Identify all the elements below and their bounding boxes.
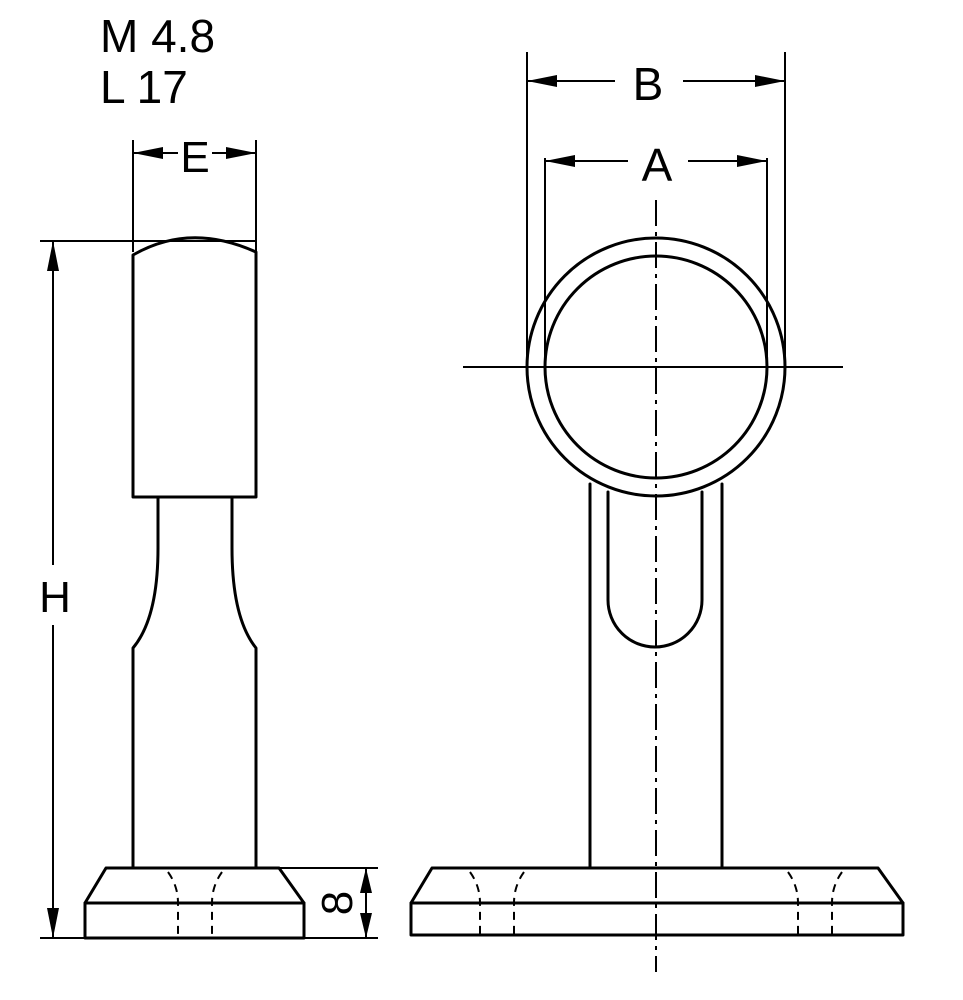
front-view-hole-2-right bbox=[831, 871, 843, 935]
dimension-b-arrow-right bbox=[755, 75, 785, 87]
dimension-base: 8 bbox=[279, 867, 378, 939]
front-view bbox=[409, 200, 905, 972]
side-view-hole-right bbox=[211, 871, 223, 938]
dimension-h-arrow-bottom bbox=[47, 908, 59, 938]
dimension-b-arrow-left bbox=[527, 75, 557, 87]
dimension-base-arrow-bottom bbox=[360, 913, 372, 938]
side-view-hole-left bbox=[167, 871, 179, 938]
front-view-slot bbox=[606, 490, 704, 649]
side-view bbox=[83, 236, 306, 940]
front-view-hole-2-left bbox=[787, 871, 799, 935]
side-view-stem-left bbox=[131, 495, 160, 870]
dimension-e-arrow-right bbox=[226, 147, 256, 159]
dimension-a-arrow-right bbox=[737, 155, 767, 167]
dimension-e-label: E bbox=[180, 133, 209, 182]
dimension-h: H bbox=[39, 240, 256, 939]
dimension-base-label: 8 bbox=[313, 891, 362, 915]
dimension-a-arrow-left bbox=[545, 155, 575, 167]
dimension-b-label: B bbox=[633, 58, 664, 110]
dimension-h-label: H bbox=[39, 573, 71, 622]
dimension-a-label: A bbox=[642, 139, 673, 191]
side-view-stem-right bbox=[230, 495, 258, 870]
dimension-h-arrow-top bbox=[47, 241, 59, 271]
dimension-base-arrow-top bbox=[360, 868, 372, 893]
spec-line-1: M 4.8 bbox=[100, 10, 215, 62]
dimension-b: B bbox=[526, 52, 786, 367]
dimension-e: E bbox=[132, 133, 257, 252]
dimension-e-arrow-left bbox=[133, 147, 163, 159]
spec-line-2: L 17 bbox=[100, 61, 188, 113]
front-view-hole-1-right bbox=[513, 871, 525, 935]
dimension-a: A bbox=[544, 139, 768, 367]
front-view-hole-1-left bbox=[469, 871, 481, 935]
side-view-head bbox=[131, 236, 258, 499]
